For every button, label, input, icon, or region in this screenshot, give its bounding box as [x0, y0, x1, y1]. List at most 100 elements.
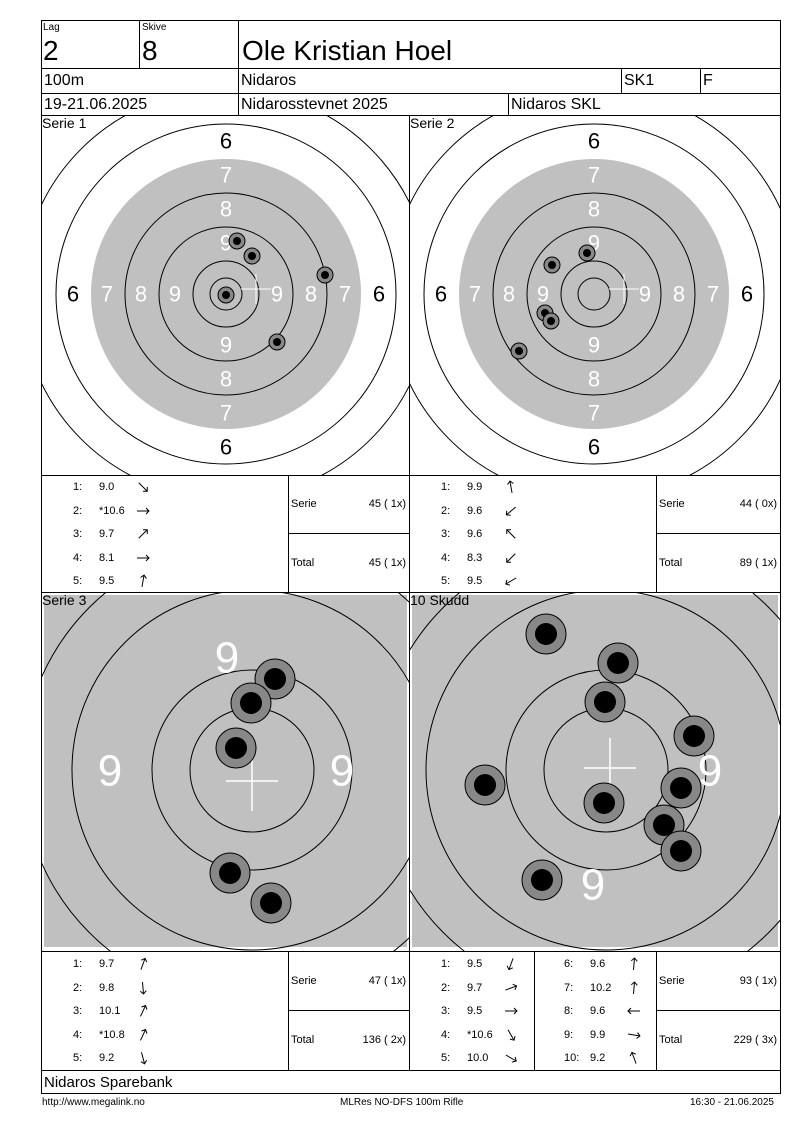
lag-value: 2	[43, 35, 59, 66]
shot-hole-center	[515, 347, 523, 355]
shot-direction-arrow-icon	[135, 550, 151, 566]
shot-value: 10.0	[467, 1052, 489, 1065]
shot-hole-center	[222, 291, 230, 299]
summary-total-value: 229 ( 3x)	[733, 1034, 777, 1046]
shot-value: 9.9	[590, 1028, 606, 1041]
shot-number: 4:	[73, 1028, 83, 1041]
shot-value: 8.1	[99, 551, 115, 564]
footer-timestamp: 16:30 - 21.06.2025	[690, 1097, 774, 1108]
shot-hole-center	[594, 691, 616, 713]
serie2-shot-row: 1:9.9	[411, 480, 521, 502]
summary-shot-row: 4:*10.6	[411, 1028, 521, 1050]
ring-label: 8	[305, 282, 317, 307]
target-ring	[71, 593, 409, 951]
ring-label: 9	[639, 282, 651, 307]
shot-value: 9.7	[99, 528, 115, 541]
ring-label: 7	[588, 163, 600, 188]
shot-number: 2:	[73, 504, 83, 517]
shot-hole-center	[670, 840, 692, 862]
shot-direction-arrow-icon	[626, 980, 642, 996]
shot-hole-center	[248, 252, 256, 260]
shot-value: 10.1	[99, 1005, 121, 1018]
ring-label: 9	[588, 333, 600, 358]
shot-direction-arrow-icon	[135, 980, 151, 996]
shot-number: 7:	[564, 981, 574, 994]
serie2-serie-label: Serie	[659, 498, 685, 510]
ring-label: 8	[588, 197, 600, 222]
summary-shot-row: 8:9.6	[534, 1004, 644, 1026]
shot-value: 9.7	[467, 981, 483, 994]
shot-number: 1:	[73, 958, 83, 970]
serie3-shot-row: 3: 10.1	[43, 1004, 153, 1026]
serie2-shot-row: 5:9.5	[411, 574, 521, 596]
serie3-total-value: 136 ( 2x)	[362, 1034, 406, 1046]
shot-direction-arrow-icon	[503, 526, 519, 542]
ring-label: 6	[741, 282, 753, 307]
shot-value: 9.2	[99, 1052, 115, 1065]
ring-label: 9	[330, 747, 354, 796]
shot-number: 3:	[73, 1005, 83, 1018]
sponsor: Nidaros Sparebank	[44, 1074, 173, 1091]
distance: 100m	[44, 72, 85, 89]
shot-direction-arrow-icon	[503, 956, 519, 972]
serie3-total-label: Total	[291, 1034, 315, 1046]
class: SK1	[624, 72, 655, 89]
serie1-total-label: Total	[291, 557, 315, 569]
shot-hole-center	[260, 892, 282, 914]
serie2-shot-row: 4:8.3	[411, 551, 521, 573]
shot-number: 4:	[73, 551, 83, 564]
shot-number: 5:	[441, 575, 451, 588]
ring-label: 6	[435, 282, 447, 307]
skive-value: 8	[142, 35, 158, 66]
shot-hole-center	[474, 774, 496, 796]
ring-label: 9	[220, 231, 232, 256]
ring-label: 8	[503, 282, 515, 307]
shot-value: 9.5	[467, 1005, 483, 1018]
serie3-shot-row: 5:9.2	[43, 1051, 153, 1073]
ring-label: 6	[588, 129, 600, 154]
shot-value: 9.9	[467, 481, 483, 493]
summary-shot-row: 1:9.5	[411, 957, 521, 979]
serie1-shot-row: 4: 8.1	[43, 551, 153, 573]
summary-shot-row: 9:9.9	[534, 1028, 644, 1050]
shot-hole-center	[607, 652, 629, 674]
shot-value: 10.2	[590, 981, 612, 994]
ring-label: 9	[581, 861, 605, 910]
shot-hole-center	[233, 237, 241, 245]
shot-direction-arrow-icon	[135, 1050, 151, 1066]
shot-value: 9.8	[99, 981, 115, 994]
ring-label: 7	[707, 282, 719, 307]
serie2-total-label: Total	[659, 557, 683, 569]
shot-value: 9.7	[99, 958, 115, 970]
serie1-serie-value: 45 ( 1x)	[368, 498, 406, 510]
summary-shot-row: 2:9.7	[411, 981, 521, 1003]
target-ring	[55, 123, 397, 465]
shot-value: *10.8	[99, 1028, 125, 1041]
serie1-shot-row: 3:9.7	[43, 527, 153, 549]
ring-label: 9	[271, 282, 283, 307]
organizer: Nidaros SKL	[511, 96, 601, 113]
shot-direction-arrow-icon	[626, 1027, 642, 1043]
serie2-shot-row: 3:9.6	[411, 527, 521, 549]
shot-number: 5:	[441, 1052, 451, 1065]
shot-direction-arrow-icon	[135, 956, 151, 972]
shot-value: 9.2	[590, 1052, 606, 1065]
ring-label: 8	[220, 367, 232, 392]
shot-number: 4:	[441, 551, 451, 564]
ring-label: 7	[588, 401, 600, 426]
ring-label: 6	[67, 282, 79, 307]
ring-label: 6	[373, 282, 385, 307]
serie3-shot-row: 2:9.8	[43, 981, 153, 1003]
shot-hole-center	[531, 869, 553, 891]
shot-direction-arrow-icon	[626, 1050, 642, 1066]
summary-shot-row: 10:9.2	[534, 1051, 644, 1073]
ring-label: 7	[339, 282, 351, 307]
ring-label: 7	[220, 401, 232, 426]
shot-direction-arrow-icon	[503, 503, 519, 519]
shot-value: 9.6	[467, 504, 483, 517]
footer-url[interactable]: http://www.megalink.no	[42, 1097, 145, 1108]
shot-number: 1:	[73, 481, 83, 493]
ring-label: 8	[673, 282, 685, 307]
